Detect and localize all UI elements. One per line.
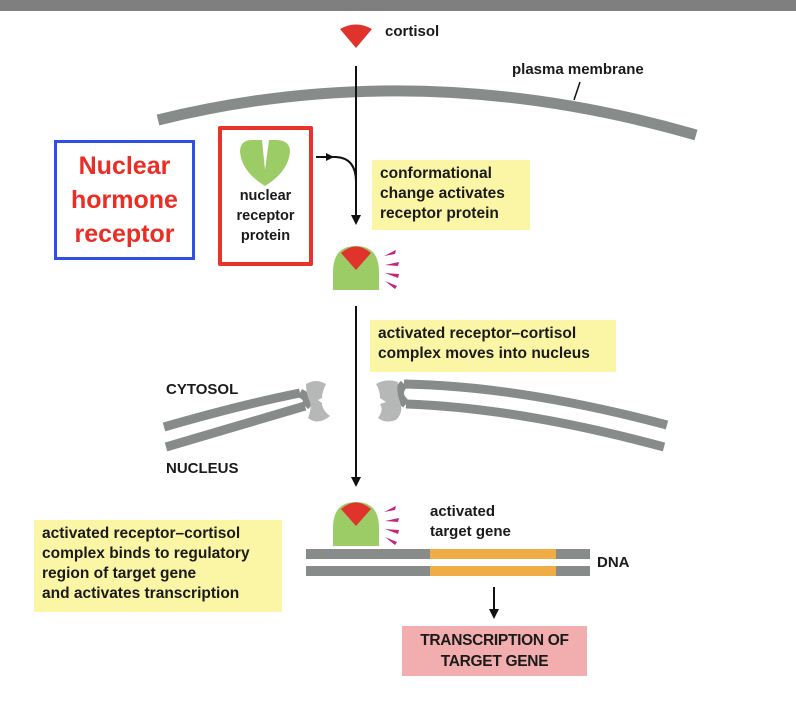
cortisol-label: cortisol [385, 23, 440, 40]
inactive-receptor-icon [240, 140, 290, 186]
nuclear-hormone-receptor-title: Nuclear hormone receptor [71, 152, 178, 248]
activated-complex-2 [333, 502, 399, 546]
activated-target-gene-label: activated target gene [430, 503, 511, 540]
transcription-output-box: TRANSCRIPTION OF TARGET GENE [402, 626, 587, 676]
activation-marks-icon [384, 506, 399, 545]
nuclear-envelope-left [162, 388, 313, 452]
top-bar [0, 0, 796, 11]
receptor-join-arrow [316, 156, 357, 183]
plasma-membrane-pointer [573, 81, 581, 101]
activation-marks-icon [384, 250, 399, 289]
receptor-join-arrowhead-icon [326, 153, 334, 161]
cytosol-label: CYTOSOL [166, 381, 239, 398]
nuclear-receptor-protein-box: nuclear receptor protein [218, 126, 313, 266]
target-gene-region-bottom [430, 566, 556, 576]
note-binds-regulatory-region: activated receptor–cortisol complex bind… [34, 520, 282, 612]
nuclear-pore-left-icon [306, 381, 330, 422]
nuclear-receptor-protein-label: nuclear receptor protein [236, 188, 295, 244]
dna-strands [306, 549, 590, 576]
nuclear-hormone-receptor-title-box: Nuclear hormone receptor [54, 140, 195, 260]
note-moves-into-nucleus: activated receptor–cortisol complex move… [370, 320, 616, 372]
cortisol-molecule-icon [340, 24, 372, 48]
nuclear-pore-right-icon [376, 380, 402, 422]
note-conformational-change: conformational change activates receptor… [372, 160, 530, 230]
target-gene-region-top [430, 549, 556, 559]
nuclear-envelope-right [395, 379, 669, 452]
plasma-membrane-label: plasma membrane [512, 61, 644, 78]
dna-label: DNA [597, 554, 630, 571]
activated-complex-1 [333, 246, 399, 290]
plasma-membrane [156, 85, 698, 141]
nucleus-label: NUCLEUS [166, 460, 239, 477]
